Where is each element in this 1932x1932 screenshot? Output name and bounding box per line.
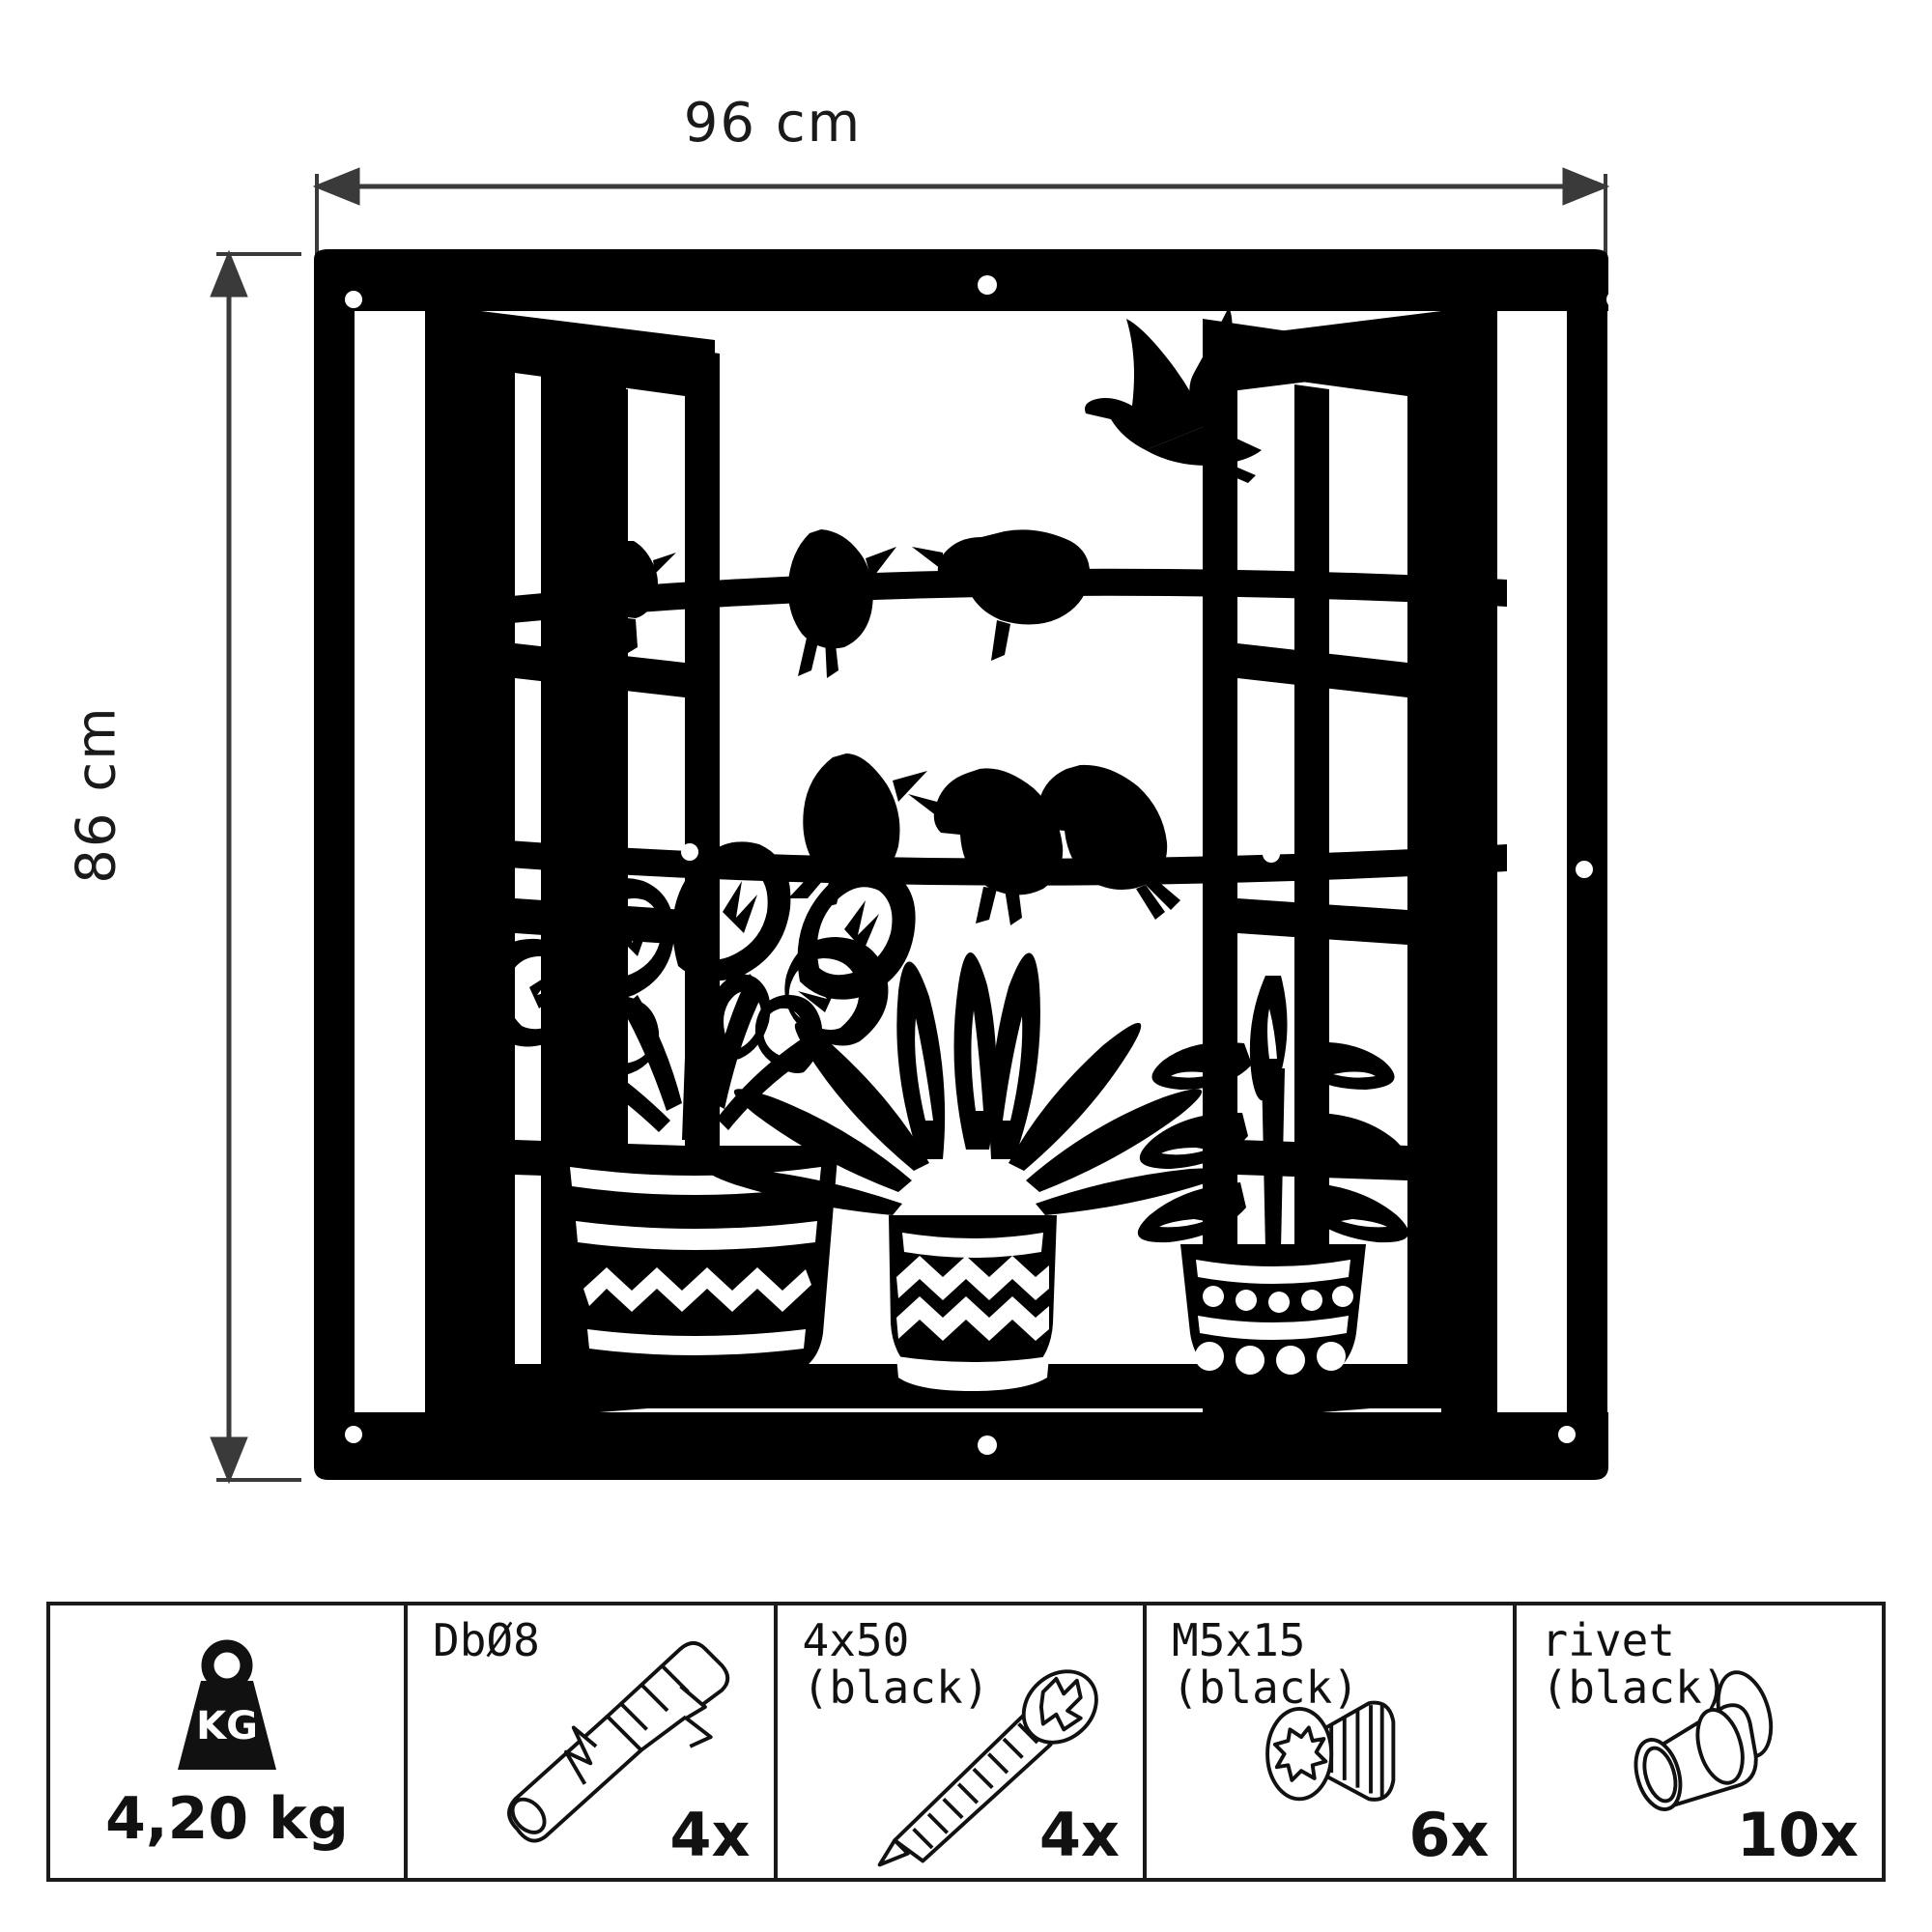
bird-upper-2 [787, 529, 896, 678]
upper-wire [481, 568, 1507, 626]
potted-plant-right [1137, 976, 1409, 1391]
product-artwork [210, 167, 1624, 1485]
wood-screw-quantity: 4x [1038, 1800, 1120, 1870]
frame-left-rail [314, 299, 355, 1420]
svg-text:KG: KG [196, 1704, 258, 1748]
wood-screw-title: 4x50 (black) [802, 1614, 990, 1714]
legend-cell-wall-plug: DbØ8 4x [408, 1605, 778, 1878]
bird-lower-2 [908, 768, 1064, 925]
frame-top-bar [314, 249, 1608, 311]
weight-kg-icon: KG [50, 1638, 404, 1783]
bird-lower-3 [1010, 764, 1180, 920]
bird-upper-1 [607, 541, 676, 653]
wall-art-silhouette [314, 249, 1624, 1480]
potted-plant-left [479, 841, 916, 1379]
potted-plant-center [708, 952, 1228, 1391]
bird-upper-3 [912, 529, 1091, 661]
machine-screw-quantity: 6x [1408, 1800, 1490, 1870]
legend-cell-wood-screw: 4x50 (black) 4x [778, 1605, 1147, 1878]
frame-right-rail [1567, 299, 1607, 1420]
legend-cell-machine-screw: M5x15 (black) 6x [1147, 1605, 1517, 1878]
flying-bird [1085, 307, 1262, 483]
dimension-lines [210, 167, 1610, 1485]
legend-cell-rivet: rivet (black) 10x [1517, 1605, 1883, 1878]
wall-plug-title: DbØ8 [433, 1614, 540, 1666]
width-dimension-label: 96 cm [683, 92, 863, 155]
machine-screw-title: M5x15 (black) [1172, 1614, 1359, 1714]
rivet-quantity: 10x [1736, 1800, 1859, 1870]
rivet-title: rivet (black) [1541, 1614, 1729, 1714]
mounting-holes [345, 275, 1624, 1455]
frame-bottom-bar [314, 1412, 1608, 1480]
wall-plug-quantity: 4x [669, 1800, 751, 1870]
legend-cell-weight: KG 4,20 kg [50, 1605, 408, 1878]
hardware-legend: KG 4,20 kg DbØ8 4x 4x50 (black [46, 1602, 1886, 1882]
weight-value: 4,20 kg [105, 1785, 349, 1853]
